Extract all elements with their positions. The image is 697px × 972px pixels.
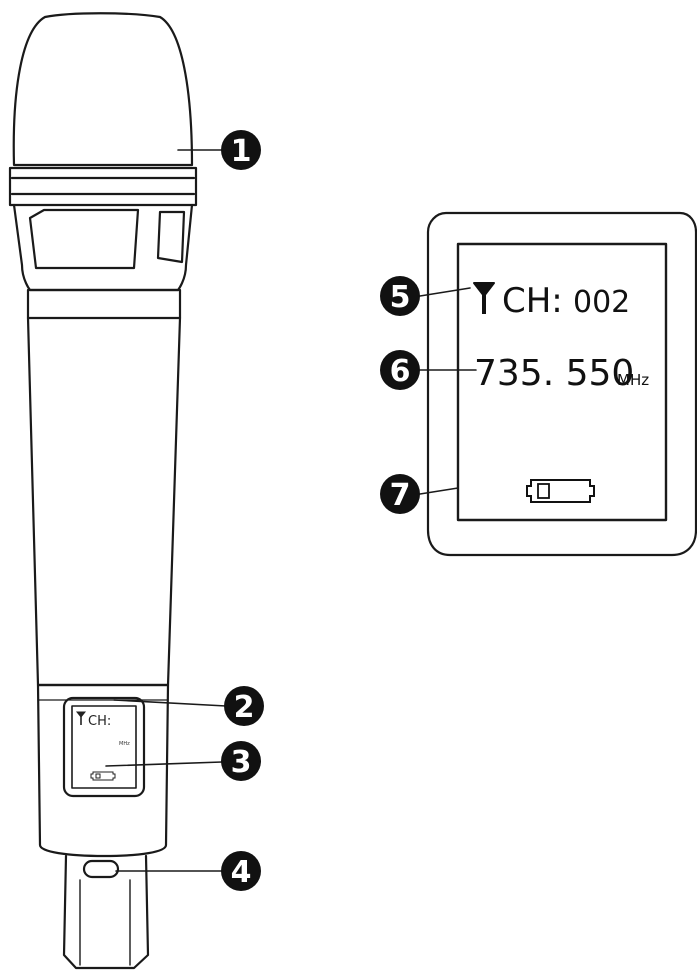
microphone-head-ring bbox=[8, 166, 198, 207]
microphone-neck bbox=[12, 203, 194, 292]
base-power-indicator bbox=[82, 859, 120, 879]
svg-text:5: 5 bbox=[390, 280, 411, 315]
display-frequency: 735. 550 bbox=[474, 353, 634, 394]
leader-line-5 bbox=[419, 287, 471, 297]
display-frequency-unit: MHz bbox=[617, 371, 649, 389]
callout-3: 3 bbox=[221, 741, 261, 781]
mini-channel-label: CH: bbox=[88, 714, 111, 729]
svg-text:1: 1 bbox=[231, 134, 252, 169]
mini-battery-icon bbox=[90, 771, 116, 781]
callout-7: 7 bbox=[380, 474, 420, 514]
microphone-base bbox=[62, 854, 150, 970]
microphone-grille bbox=[12, 12, 194, 167]
mini-display-screen bbox=[71, 705, 137, 789]
mini-frequency-unit: MHz bbox=[119, 741, 130, 747]
control-section bbox=[36, 683, 170, 858]
callout-1: 1 bbox=[221, 130, 261, 170]
neck-window-right bbox=[156, 210, 186, 264]
display-channel-value: 002 bbox=[573, 285, 630, 320]
battery-icon bbox=[526, 479, 595, 503]
mini-antenna-icon bbox=[75, 711, 87, 725]
svg-text:2: 2 bbox=[234, 690, 255, 725]
callout-2: 2 bbox=[224, 686, 264, 726]
leader-line-7 bbox=[419, 487, 459, 495]
display-screen bbox=[456, 242, 668, 522]
microphone-upper-ring bbox=[26, 288, 182, 320]
leader-line-2 bbox=[113, 699, 227, 707]
svg-text:4: 4 bbox=[231, 855, 252, 890]
neck-window-left bbox=[28, 208, 140, 270]
display-bezel bbox=[426, 211, 697, 557]
callout-5: 5 bbox=[380, 276, 420, 316]
svg-text:3: 3 bbox=[231, 745, 252, 780]
callout-4: 4 bbox=[221, 851, 261, 891]
callout-6: 6 bbox=[380, 350, 420, 390]
display-channel-label: CH: bbox=[502, 281, 563, 321]
leader-line-3 bbox=[105, 761, 223, 767]
svg-text:6: 6 bbox=[390, 354, 411, 389]
svg-text:7: 7 bbox=[390, 478, 411, 513]
mini-display-frame bbox=[62, 696, 146, 798]
antenna-icon bbox=[473, 282, 495, 314]
microphone-handle bbox=[26, 316, 182, 687]
